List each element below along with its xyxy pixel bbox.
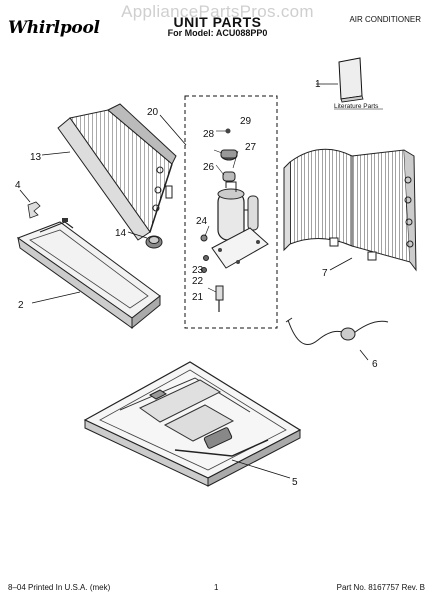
callout-2: 2 [18,300,24,311]
callout-26: 26 [203,162,215,173]
callout-24: 24 [196,216,208,227]
callout-7: 7 [322,268,328,279]
base-pan [83,361,302,487]
compressor-group-box [184,95,278,329]
print-info: 8–04 Printed In U.S.A. (mek) [8,583,111,592]
callout-5: 5 [292,477,298,488]
grommet-part [200,234,208,242]
model-number: For Model: ACU088PP0 [167,28,268,38]
evaporator-coil [57,103,177,241]
callout-4: 4 [15,180,21,191]
callout-27: 27 [245,142,257,153]
compressor [211,181,269,269]
capillary-tube-part [215,285,224,312]
condenser-coil [283,148,417,272]
literature-parts-label: Literature Parts [334,103,379,110]
callout-28: 28 [203,129,215,140]
fitting-part [145,235,163,249]
watermark: AppliancePartsPros.com [121,2,314,21]
callout-1: 1 [315,79,321,90]
literature-booklet [316,57,364,103]
drain-pan [16,218,161,330]
terminal-cover [220,149,238,161]
callout-20: 20 [147,107,159,118]
callout-29: 29 [240,116,252,127]
callout-6: 6 [372,359,378,370]
terminal-screw [225,128,231,134]
callout-21: 21 [192,292,204,303]
nut-part [201,255,209,273]
callout-13: 13 [30,152,42,163]
page-title: UNIT PARTS [173,14,262,30]
callout-22: 22 [192,276,204,287]
page-number: 1 [214,583,219,592]
product-category: AIR CONDITIONER [349,15,421,24]
thermistor-sensor [285,317,389,345]
whirlpool-logo: Whirlpool [8,18,100,38]
overload-part [222,171,236,182]
clip-part [27,201,41,219]
callout-14: 14 [115,228,127,239]
part-number: Part No. 8167757 Rev. B [336,583,425,592]
callout-23: 23 [192,265,204,276]
